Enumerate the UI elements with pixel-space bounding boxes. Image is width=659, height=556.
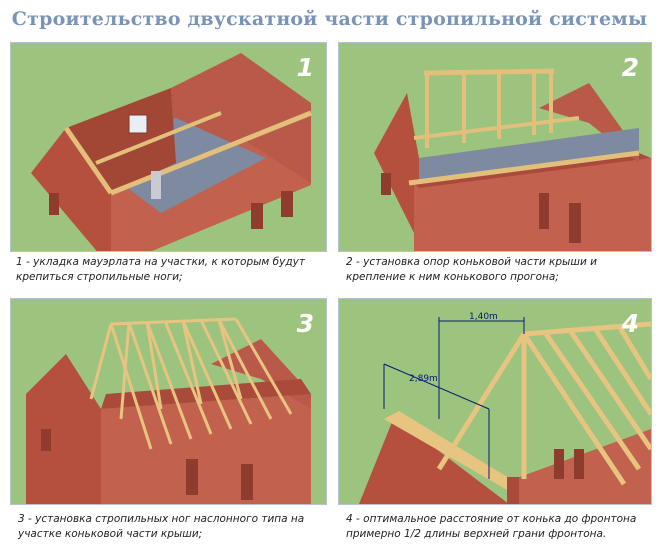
caption-step-2: 2 - установка опор коньковой части крыши… <box>346 256 597 283</box>
panel-step-4: 1,40m 2,89m 4 <box>338 298 652 505</box>
caption-step-4: 4 - оптимальное расстояние от конька до … <box>346 513 637 540</box>
step-number: 3 <box>296 309 314 338</box>
step-number: 4 <box>621 309 639 338</box>
house-illustration-1 <box>31 53 312 251</box>
panel-step-1: 1 <box>10 42 327 252</box>
step-number: 2 <box>621 53 639 82</box>
caption-step-1: 1 - укладка мауэрлата на участки, к кото… <box>16 256 305 283</box>
panel-step-2: 2 <box>338 42 652 252</box>
step-number: 1 <box>296 53 314 82</box>
caption-step-3: 3 - установка стропильных ног наслонного… <box>18 513 305 540</box>
page-title: Строительство двускатной части стропильн… <box>11 8 648 30</box>
house-illustration-3 <box>26 317 311 504</box>
house-illustration-2 <box>374 68 651 251</box>
dimension-horizontal: 1,40m <box>469 312 498 322</box>
panel-step-3: 3 <box>10 298 327 505</box>
house-illustration-4: 1,40m 2,89m <box>359 312 651 504</box>
dimension-slope: 2,89m <box>409 374 438 384</box>
